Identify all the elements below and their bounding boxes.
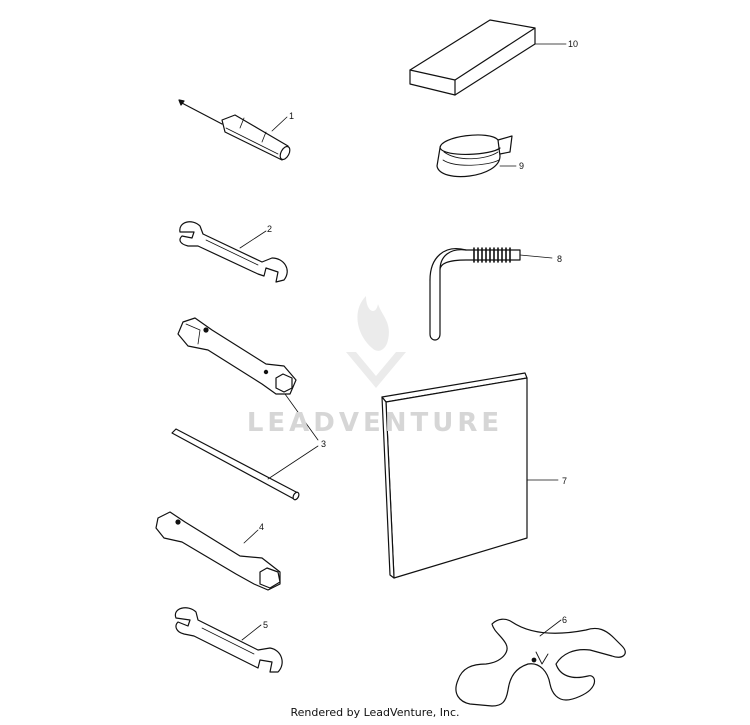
tube-socket-wrench-small-part	[155, 511, 281, 591]
tube-socket-wrench-large-part	[177, 317, 297, 395]
callout-7: 7	[562, 476, 567, 486]
spanner-tool-part	[455, 618, 626, 707]
callout-1: 1	[289, 111, 294, 121]
callout-3: 3	[321, 439, 326, 449]
tommy-bar-part	[171, 428, 300, 501]
open-end-wrench-small-part	[174, 607, 283, 673]
screwdriver-part	[178, 99, 291, 161]
owners-manual-part	[381, 372, 528, 579]
hex-key-part	[429, 247, 521, 341]
leadventure-flame-logo	[346, 296, 406, 388]
callout-5: 5	[263, 620, 268, 630]
callout-8: 8	[557, 254, 562, 264]
pad-block-part	[409, 19, 536, 96]
footer-credit: Rendered by LeadVenture, Inc.	[290, 706, 460, 719]
callout-2: 2	[267, 224, 272, 234]
tape-strap-part	[436, 134, 513, 178]
watermark-text: LEADVENTURE	[247, 408, 503, 438]
callout-6: 6	[562, 615, 567, 625]
callout-4: 4	[259, 522, 264, 532]
callout-10: 10	[568, 39, 578, 49]
leader-lines	[239, 43, 567, 641]
callout-9: 9	[519, 161, 524, 171]
open-end-wrench-part	[179, 221, 288, 283]
